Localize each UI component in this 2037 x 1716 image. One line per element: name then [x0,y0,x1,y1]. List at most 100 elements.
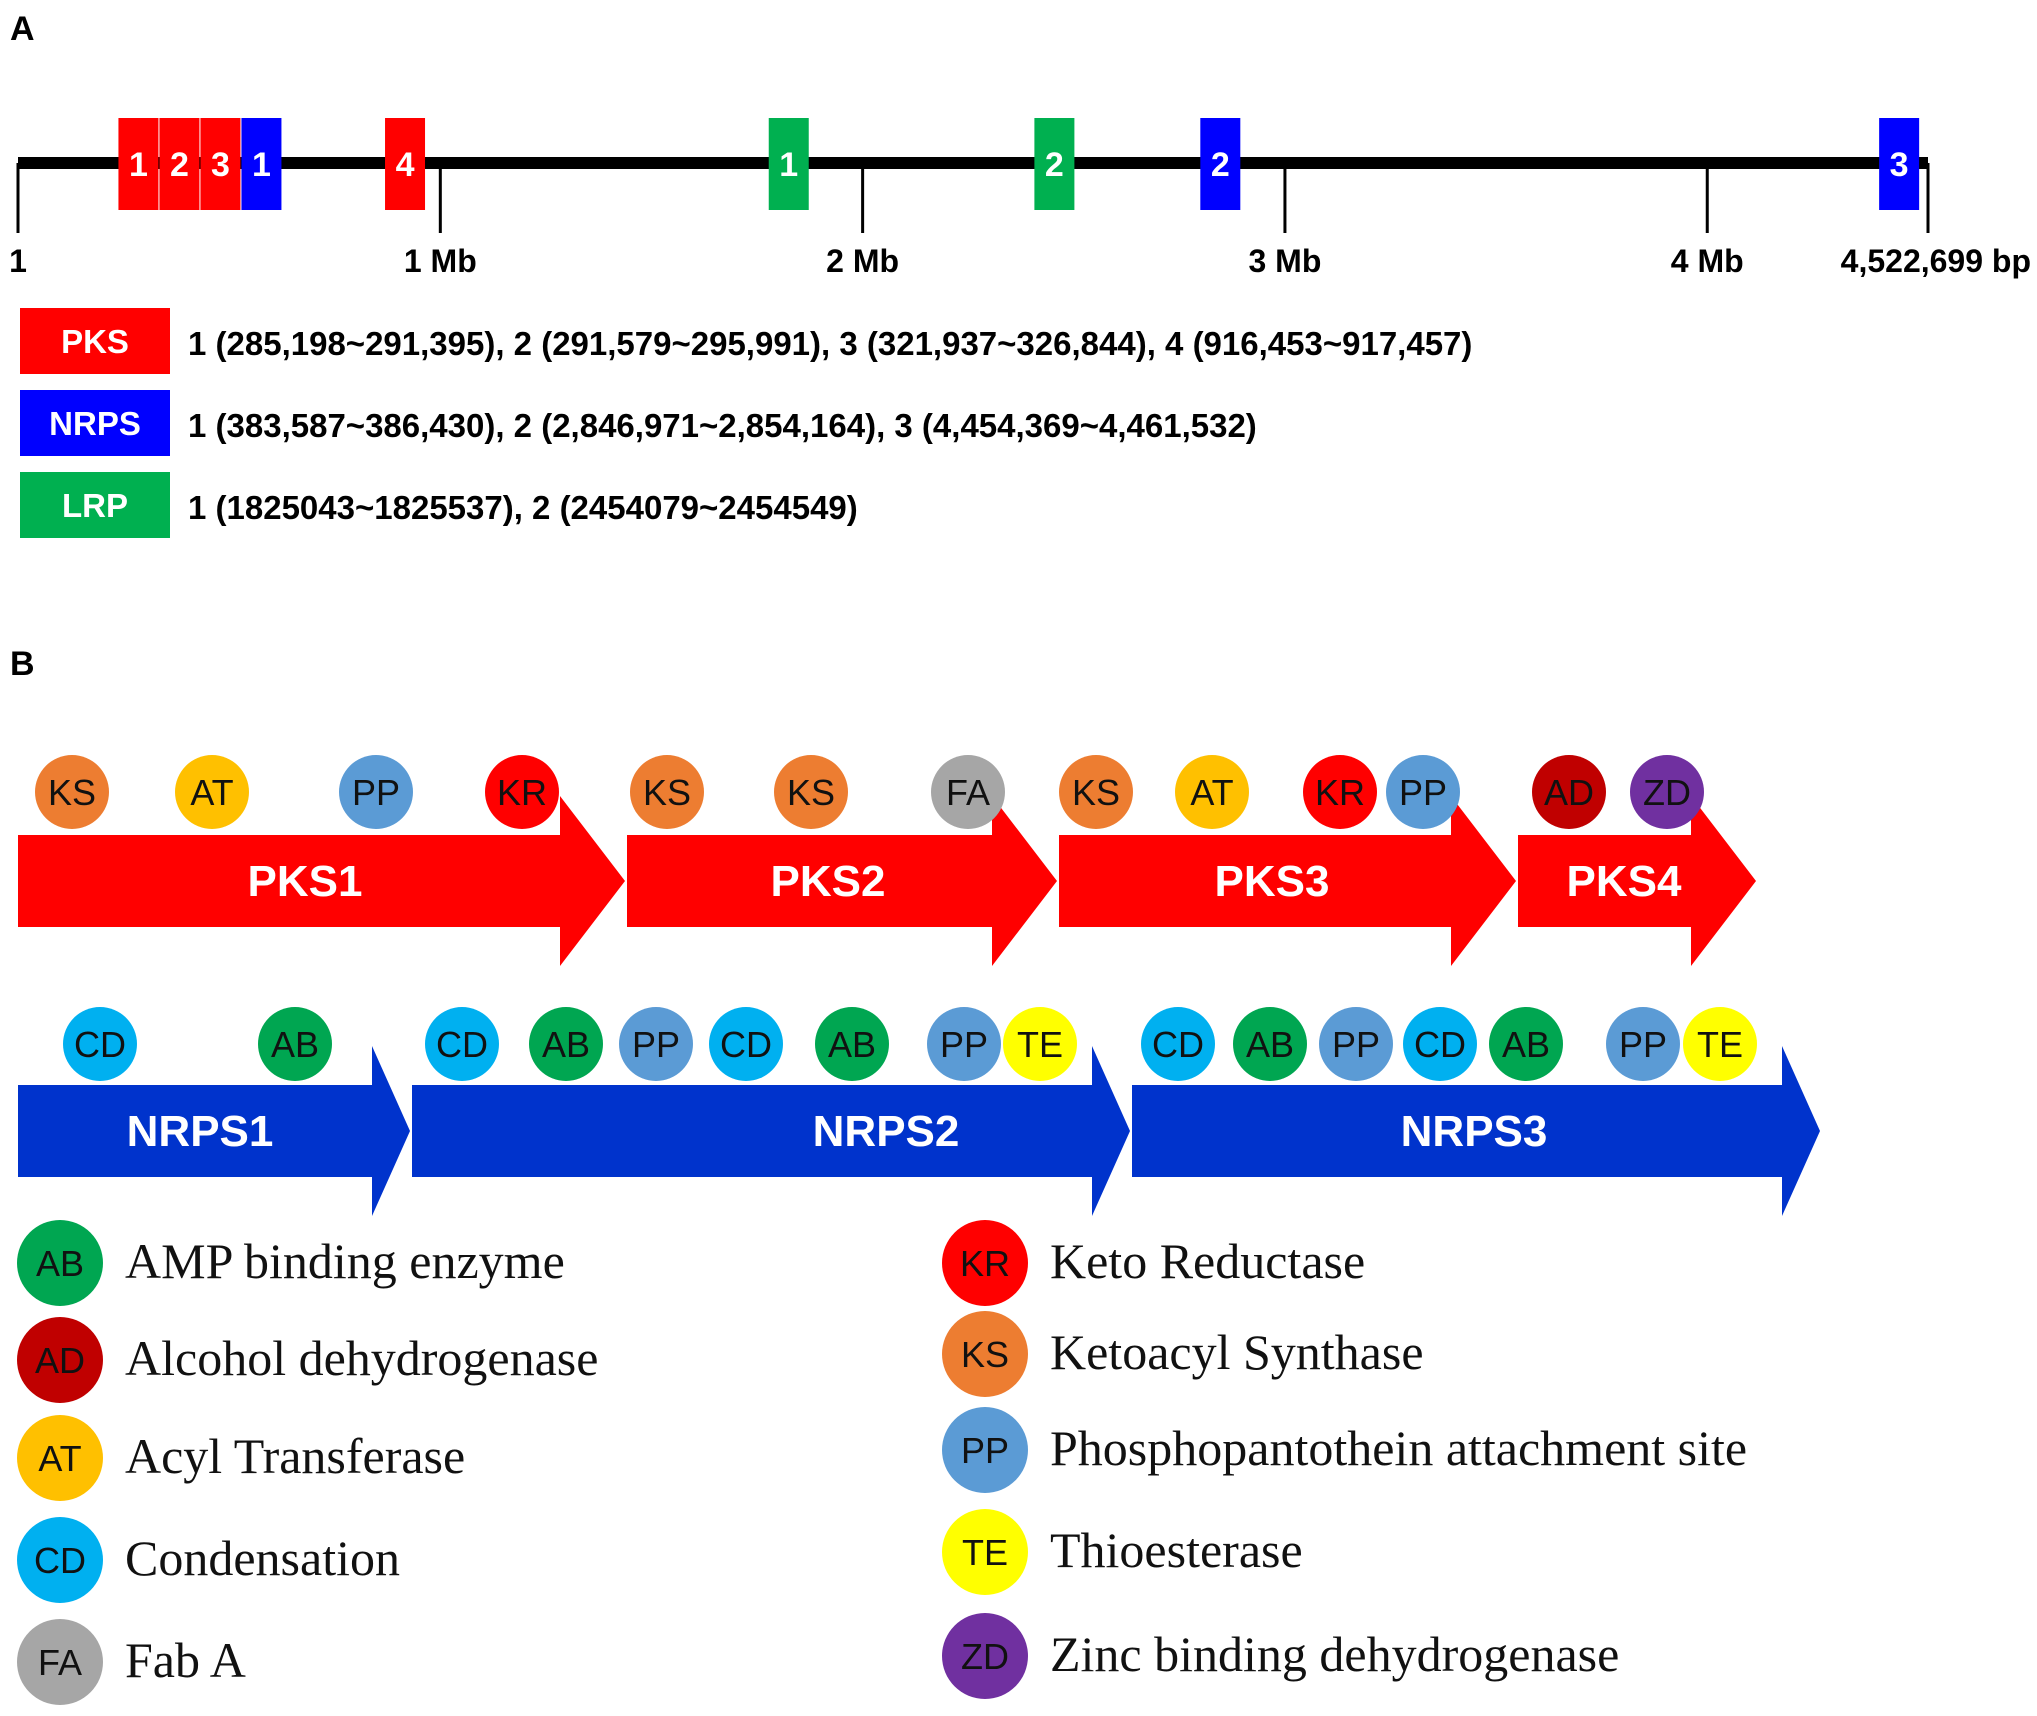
domain-label: KS [961,1334,1009,1375]
axis-tick-label: 4,522,699 bp [1841,243,2031,279]
domain-label: KS [48,772,96,813]
domain-label: FA [38,1642,82,1683]
axis-tick [1705,163,1709,233]
legend-swatch-pks [20,308,170,374]
domain-fa-icon [17,1619,103,1705]
axis-tick [1926,163,1930,233]
domain-ks-icon [942,1311,1028,1397]
gene-name: NRPS2 [813,1107,960,1156]
domain-ks-icon [35,755,109,829]
gene-arrow-nrps3 [1132,1046,1820,1216]
domain-label: TE [962,1532,1008,1573]
legend-coordinates: 1 (383,587~386,430), 2 (2,846,971~2,854,… [188,407,1257,444]
domain-label: PP [1619,1024,1667,1065]
axis-tick-label: 1 [9,243,27,279]
cluster-marker-pks [200,118,241,210]
domain-kr-icon [485,755,559,829]
cluster-marker-label: 1 [129,146,148,184]
cluster-marker-label: 2 [170,146,189,184]
domain-label: PP [1332,1024,1380,1065]
legend-swatch-label: LRP [62,487,128,524]
gene-arrow-pks4 [1518,796,1756,966]
domain-label: FA [946,772,990,813]
axis-tick-label: 3 Mb [1248,243,1321,279]
domain-cd-icon [425,1007,499,1081]
domain-ab-icon [17,1220,103,1306]
domain-label: CD [720,1024,772,1065]
domain-label: AT [38,1438,81,1479]
axis-tick [1283,163,1287,233]
domain-zd-icon [1630,755,1704,829]
cluster-marker-label: 3 [1890,146,1909,184]
domain-cd-icon [1141,1007,1215,1081]
cluster-marker-label: 2 [1211,146,1230,184]
domain-cd-icon [709,1007,783,1081]
domain-zd-icon [942,1613,1028,1699]
domain-pp-icon [1606,1007,1680,1081]
domain-legend-text: Alcohol dehydrogenase [125,1330,598,1386]
cluster-marker-nrps [241,118,282,210]
domain-ab-icon [258,1007,332,1081]
gene-name: NRPS3 [1401,1107,1548,1156]
domain-label: AB [36,1243,84,1284]
domain-label: KR [960,1243,1010,1284]
domain-pp-icon [942,1407,1028,1493]
domain-ab-icon [1233,1007,1307,1081]
domain-label: AT [1190,772,1233,813]
domain-label: AD [35,1340,85,1381]
domain-ks-icon [774,755,848,829]
domain-at-icon [17,1415,103,1501]
cluster-marker-label: 4 [396,146,415,184]
domain-ab-icon [815,1007,889,1081]
domain-label: KS [643,772,691,813]
cluster-marker-pks [385,118,426,210]
domain-legend-text: Zinc binding dehydrogenase [1050,1626,1619,1682]
domain-label: CD [34,1540,86,1581]
panel-a-label: A [10,10,35,48]
domain-fa-icon [931,755,1005,829]
cluster-marker-lrp [1034,118,1075,210]
domain-legend-text: Keto Reductase [1050,1233,1365,1289]
domain-label: AB [1246,1024,1294,1065]
legend-swatch-lrp [20,472,170,538]
domain-label: TE [1017,1024,1063,1065]
domain-legend-text: Ketoacyl Synthase [1050,1324,1424,1380]
domain-legend-text: Acyl Transferase [125,1428,465,1484]
domain-label: AT [190,772,233,813]
axis-tick-label: 1 Mb [404,243,477,279]
domain-label: KR [497,772,547,813]
gene-name: PKS1 [248,857,363,906]
domain-pp-icon [927,1007,1001,1081]
cluster-marker-pks [118,118,159,210]
domain-ab-icon [1489,1007,1563,1081]
cluster-marker-label: 1 [252,146,271,184]
domain-ad-icon [17,1317,103,1403]
domain-label: PP [632,1024,680,1065]
domain-label: AB [542,1024,590,1065]
axis-tick [438,163,442,233]
domain-label: PP [961,1430,1009,1471]
cluster-marker-lrp [768,118,809,210]
domain-kr-icon [1303,755,1377,829]
cluster-marker-nrps [1200,118,1241,210]
domain-at-icon [175,755,249,829]
domain-ad-icon [1532,755,1606,829]
domain-pp-icon [1319,1007,1393,1081]
legend-swatch-nrps [20,390,170,456]
cluster-marker-label: 3 [211,146,230,184]
domain-label: CD [74,1024,126,1065]
legend-swatch-label: NRPS [49,405,141,442]
domain-kr-icon [942,1220,1028,1306]
domain-legend-text: Condensation [125,1530,400,1586]
domain-label: PP [1399,772,1447,813]
domain-pp-icon [619,1007,693,1081]
domain-pp-icon [339,755,413,829]
domain-cd-icon [63,1007,137,1081]
gene-arrow-nrps1 [18,1046,410,1216]
axis-tick-label: 4 Mb [1671,243,1744,279]
